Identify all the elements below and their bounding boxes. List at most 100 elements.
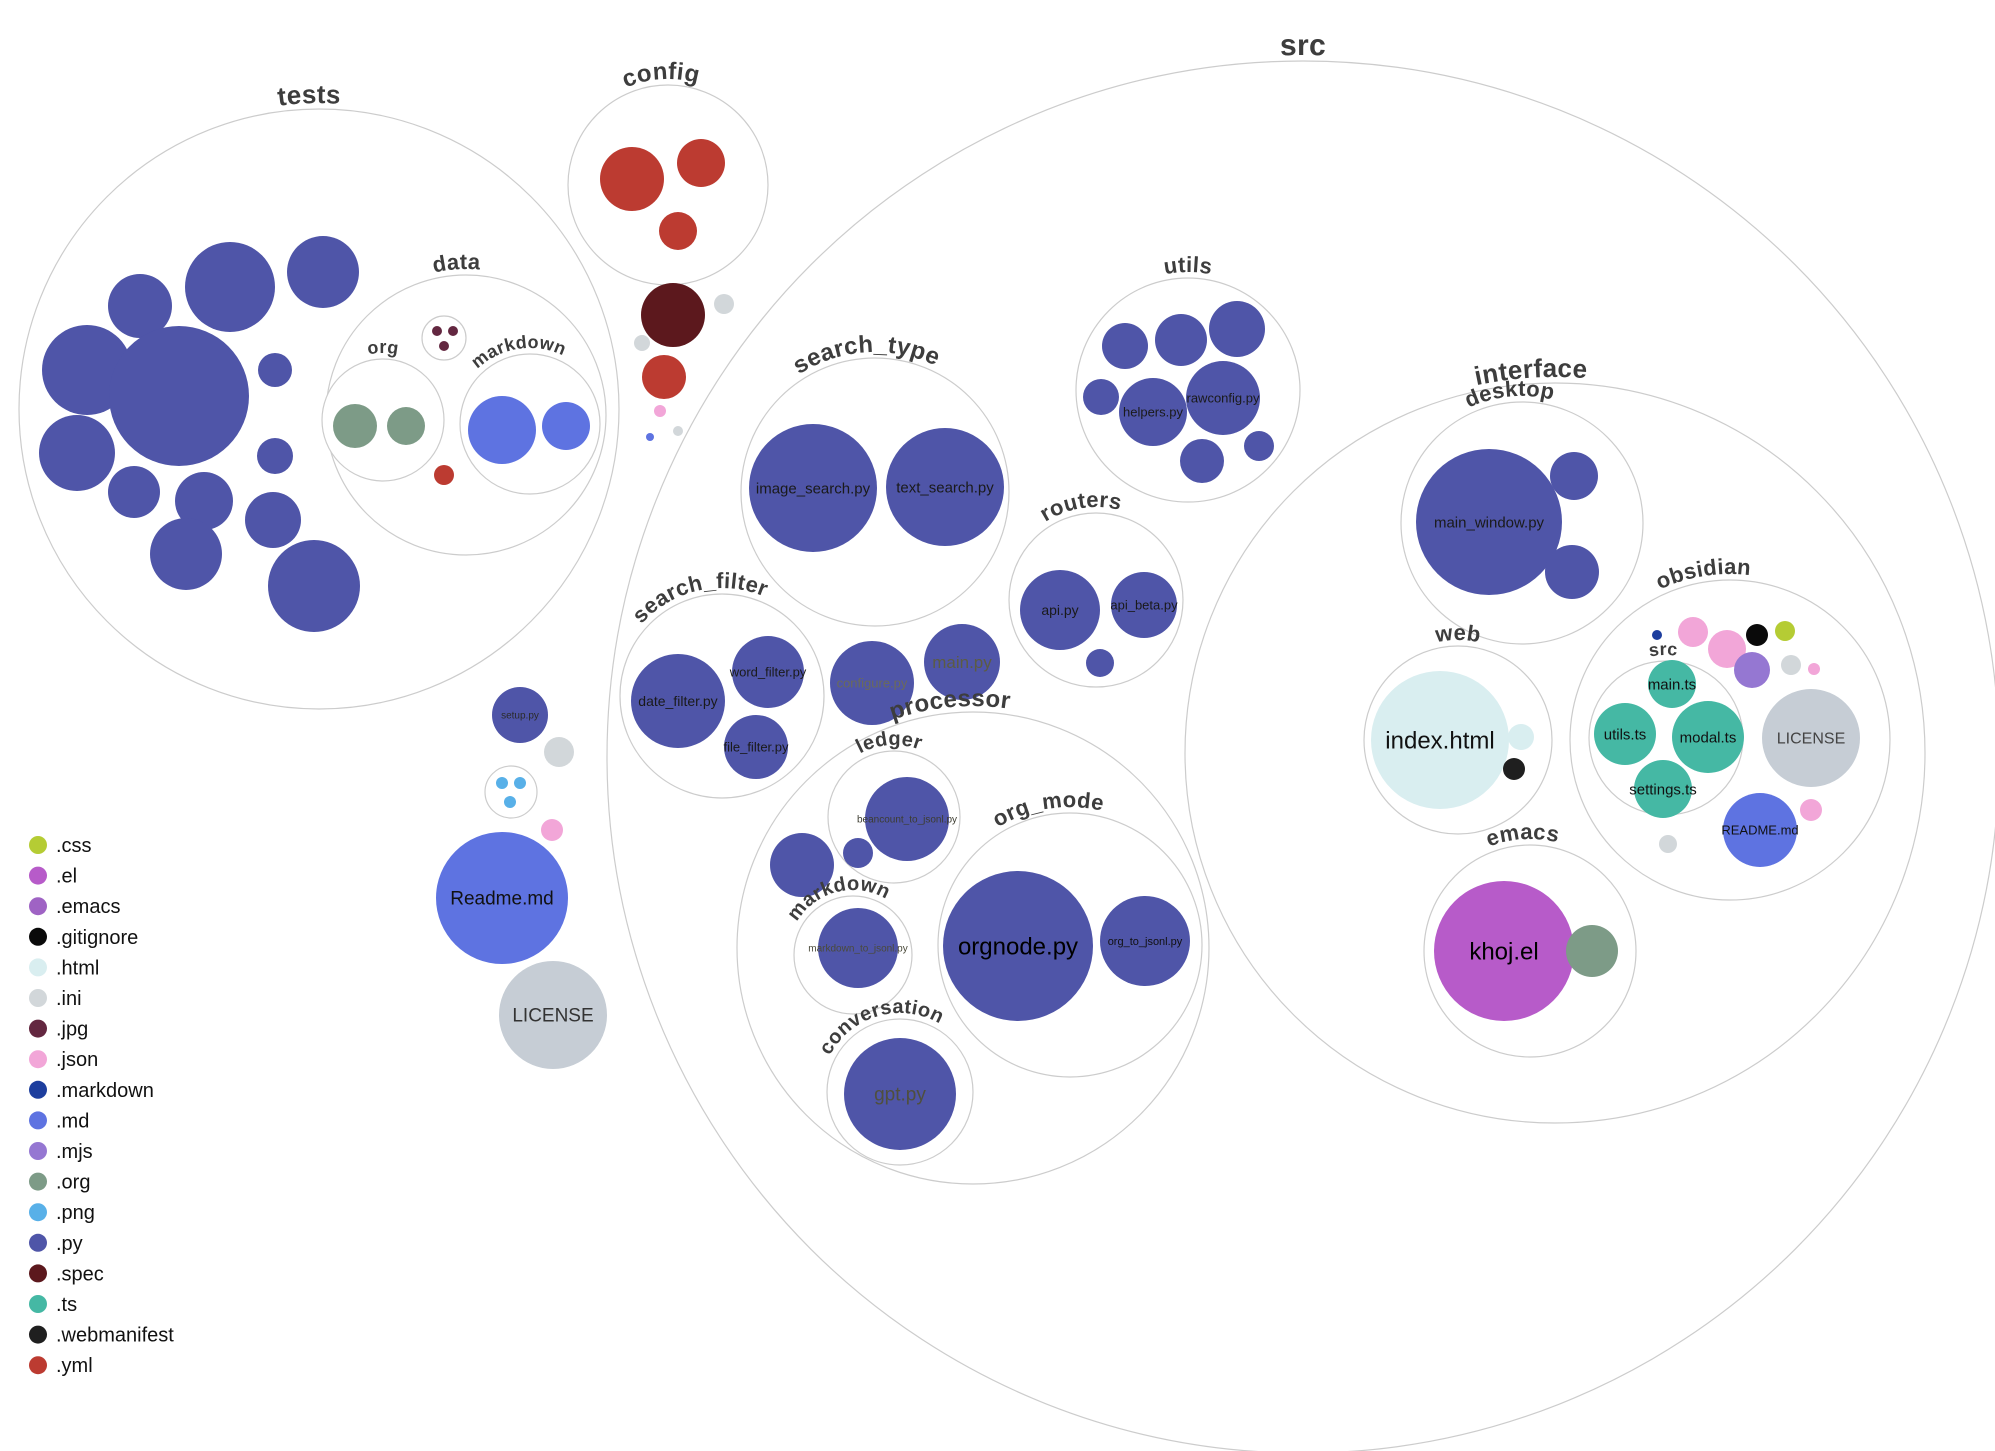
file-file-filter-py[interactable] bbox=[724, 715, 788, 779]
file-root-json-2[interactable] bbox=[541, 819, 563, 841]
file-tests-py-7[interactable] bbox=[39, 415, 115, 491]
file-obs-ini-1[interactable] bbox=[1781, 655, 1801, 675]
file-web-html-1[interactable] bbox=[1508, 724, 1534, 750]
file-obs-json-4[interactable] bbox=[1800, 799, 1822, 821]
file-config-yml-3[interactable] bbox=[659, 212, 697, 250]
file-rawconfig-py[interactable] bbox=[1186, 361, 1260, 435]
legend-swatch-json-icon bbox=[29, 1050, 47, 1069]
file-root-ini-2[interactable] bbox=[634, 335, 650, 351]
file-modal-ts[interactable] bbox=[1672, 701, 1744, 773]
file-tests-py-2[interactable] bbox=[185, 242, 275, 332]
legend-label-py: .py bbox=[56, 1233, 83, 1255]
file-tests-py-1[interactable] bbox=[108, 274, 172, 338]
file-org-to-jsonl-py[interactable] bbox=[1100, 896, 1190, 986]
file-png-2[interactable] bbox=[514, 777, 526, 789]
file-md-file-1[interactable] bbox=[468, 396, 536, 464]
file-date-filter-py[interactable] bbox=[631, 654, 725, 748]
file-utils-py-3[interactable] bbox=[1209, 301, 1265, 357]
file-orgnode-py[interactable] bbox=[943, 871, 1093, 1021]
file-utils-py-6[interactable] bbox=[1244, 431, 1274, 461]
folder-root-assets[interactable] bbox=[484, 765, 538, 819]
file-jpg-2[interactable] bbox=[448, 326, 458, 336]
file-tests-py-11[interactable] bbox=[245, 492, 301, 548]
file-readme-obsidian[interactable] bbox=[1723, 793, 1797, 867]
file-root-json-1[interactable] bbox=[654, 405, 666, 417]
file-obs-json-1[interactable] bbox=[1678, 617, 1708, 647]
file-tests-py-8[interactable] bbox=[108, 466, 160, 518]
file-routers-py-1[interactable] bbox=[1086, 649, 1114, 677]
file-image-search-py[interactable] bbox=[749, 424, 877, 552]
legend-item-jpg: .jpg bbox=[29, 1019, 88, 1041]
file-obs-json-3[interactable] bbox=[1808, 663, 1820, 675]
legend-item-el: .el bbox=[29, 866, 77, 888]
folder-data-images[interactable] bbox=[421, 315, 467, 361]
file-configure-py[interactable] bbox=[830, 641, 914, 725]
file-license-root[interactable] bbox=[499, 961, 607, 1069]
file-beancount-to-jsonl-py[interactable] bbox=[865, 777, 949, 861]
file-obs-markdown-1[interactable] bbox=[1652, 630, 1662, 640]
file-config-yml-1[interactable] bbox=[600, 147, 664, 211]
file-tests-py-10[interactable] bbox=[257, 438, 293, 474]
file-md-file-2[interactable] bbox=[542, 402, 590, 450]
file-main-py[interactable] bbox=[924, 624, 1000, 700]
file-root-md-dot[interactable] bbox=[646, 433, 654, 441]
file-root-ini-1[interactable] bbox=[714, 294, 734, 314]
file-obs-json-2[interactable] bbox=[1708, 630, 1746, 668]
legend-item-yml: .yml bbox=[29, 1355, 93, 1377]
file-settings-ts[interactable] bbox=[1634, 760, 1692, 818]
file-tests-py-9[interactable] bbox=[175, 472, 233, 530]
file-tests-py-6[interactable] bbox=[258, 353, 292, 387]
file-tests-py-13[interactable] bbox=[268, 540, 360, 632]
file-tests-py-3[interactable] bbox=[287, 236, 359, 308]
folder-label-tests: tests bbox=[276, 79, 342, 112]
file-helpers-py[interactable] bbox=[1119, 378, 1187, 446]
file-utils-py-2[interactable] bbox=[1155, 314, 1207, 366]
file-png-3[interactable] bbox=[504, 796, 516, 808]
folder-interface[interactable] bbox=[1184, 382, 1926, 1124]
folder-org[interactable] bbox=[321, 358, 445, 482]
file-api-beta-py[interactable] bbox=[1111, 572, 1177, 638]
file-desktop-py-2[interactable] bbox=[1545, 545, 1599, 599]
file-obs-css[interactable] bbox=[1775, 621, 1795, 641]
file-label-api-py: api.py bbox=[1041, 602, 1078, 618]
file-readme-md[interactable] bbox=[436, 832, 568, 964]
file-root-ini-4[interactable] bbox=[544, 737, 574, 767]
file-tests-py-12[interactable] bbox=[150, 518, 222, 590]
file-processor-py-1[interactable] bbox=[770, 833, 834, 897]
file-png-1[interactable] bbox=[496, 777, 508, 789]
file-data-yml[interactable] bbox=[434, 465, 454, 485]
file-desktop-py-1[interactable] bbox=[1550, 452, 1598, 500]
file-utils-py-5[interactable] bbox=[1180, 439, 1224, 483]
file-utils-py-1[interactable] bbox=[1102, 323, 1148, 369]
file-root-ini-3[interactable] bbox=[673, 426, 683, 436]
file-khoj-el[interactable] bbox=[1434, 881, 1574, 1021]
file-spec-file[interactable] bbox=[641, 283, 705, 347]
file-markdown-to-jsonl-py[interactable] bbox=[818, 908, 898, 988]
file-word-filter-py[interactable] bbox=[732, 636, 804, 708]
file-obs-ini-2[interactable] bbox=[1659, 835, 1677, 853]
file-root-yml[interactable] bbox=[642, 355, 686, 399]
file-ledger-py-1[interactable] bbox=[843, 838, 873, 868]
file-utils-ts[interactable] bbox=[1594, 703, 1656, 765]
folder-config[interactable] bbox=[567, 84, 769, 286]
file-text-search-py[interactable] bbox=[886, 428, 1004, 546]
file-jpg-1[interactable] bbox=[432, 326, 442, 336]
file-obs-gitignore[interactable] bbox=[1746, 624, 1768, 646]
file-main-ts[interactable] bbox=[1648, 660, 1696, 708]
file-setup-py[interactable] bbox=[492, 687, 548, 743]
file-jpg-3[interactable] bbox=[439, 341, 449, 351]
file-main-window-py[interactable] bbox=[1416, 449, 1562, 595]
file-web-webmanifest[interactable] bbox=[1503, 758, 1525, 780]
file-config-yml-2[interactable] bbox=[677, 139, 725, 187]
file-api-py[interactable] bbox=[1020, 570, 1100, 650]
file-tests-py-5[interactable] bbox=[109, 326, 249, 466]
file-emacs-org-1[interactable] bbox=[1566, 925, 1618, 977]
file-index-html[interactable] bbox=[1371, 671, 1509, 809]
file-org-file-1[interactable] bbox=[333, 404, 377, 448]
file-gpt-py[interactable] bbox=[844, 1038, 956, 1150]
file-label-beancount-to-jsonl-py: beancount_to_jsonl.py bbox=[857, 815, 957, 826]
file-utils-py-4[interactable] bbox=[1083, 379, 1119, 415]
file-obs-mjs[interactable] bbox=[1734, 652, 1770, 688]
file-license-obsidian[interactable] bbox=[1762, 689, 1860, 787]
file-org-file-2[interactable] bbox=[387, 407, 425, 445]
